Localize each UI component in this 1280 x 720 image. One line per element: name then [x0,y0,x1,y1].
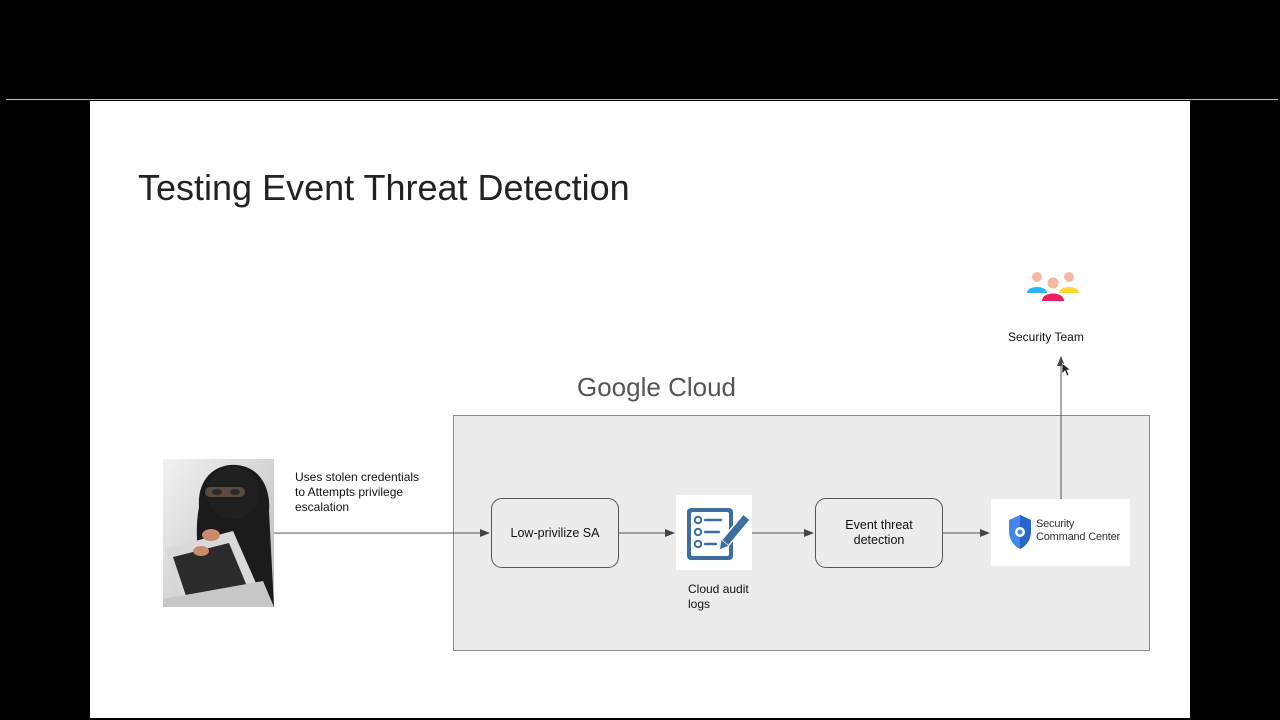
people-group-icon [1025,271,1081,305]
shield-logo-icon [1009,515,1031,549]
etd-label-line: detection [853,533,905,547]
scc-text-line: Command Center [1036,531,1121,543]
caption-line: logs [688,597,711,611]
security-command-center-logo[interactable]: Security Command Center [991,499,1130,566]
checklist-pencil-icon [676,495,752,570]
event-threat-detection-node[interactable]: Event threat detection [815,498,943,568]
caption-line: to Attempts privilege [295,485,404,499]
etd-label-line: Event threat [845,518,913,532]
flow-arrows [274,356,1065,537]
low-privilege-sa-label: Low-privilize SA [510,525,600,540]
security-team-label: Security Team [1008,330,1084,344]
slide: Testing Event Threat Detection Google Cl… [90,101,1190,718]
hacker-photo [163,459,274,607]
caption-line: escalation [295,500,350,514]
caption-line: Uses stolen credentials [295,470,420,484]
google-cloud-label: Google Cloud [577,372,736,402]
slide-title: Testing Event Threat Detection [138,167,630,208]
low-privilege-sa-node[interactable]: Low-privilize SA [491,498,619,568]
top-divider-line [6,99,1278,100]
scc-logo-text: Security Command Center [1036,518,1120,544]
scc-text-line: Security [1036,518,1075,530]
caption-line: Cloud audit [688,582,749,596]
mouse-cursor-icon [1062,363,1072,377]
cloud-audit-logs-caption: Cloud audit logs [688,582,749,612]
attacker-caption: Uses stolen credentials to Attempts priv… [295,470,419,515]
